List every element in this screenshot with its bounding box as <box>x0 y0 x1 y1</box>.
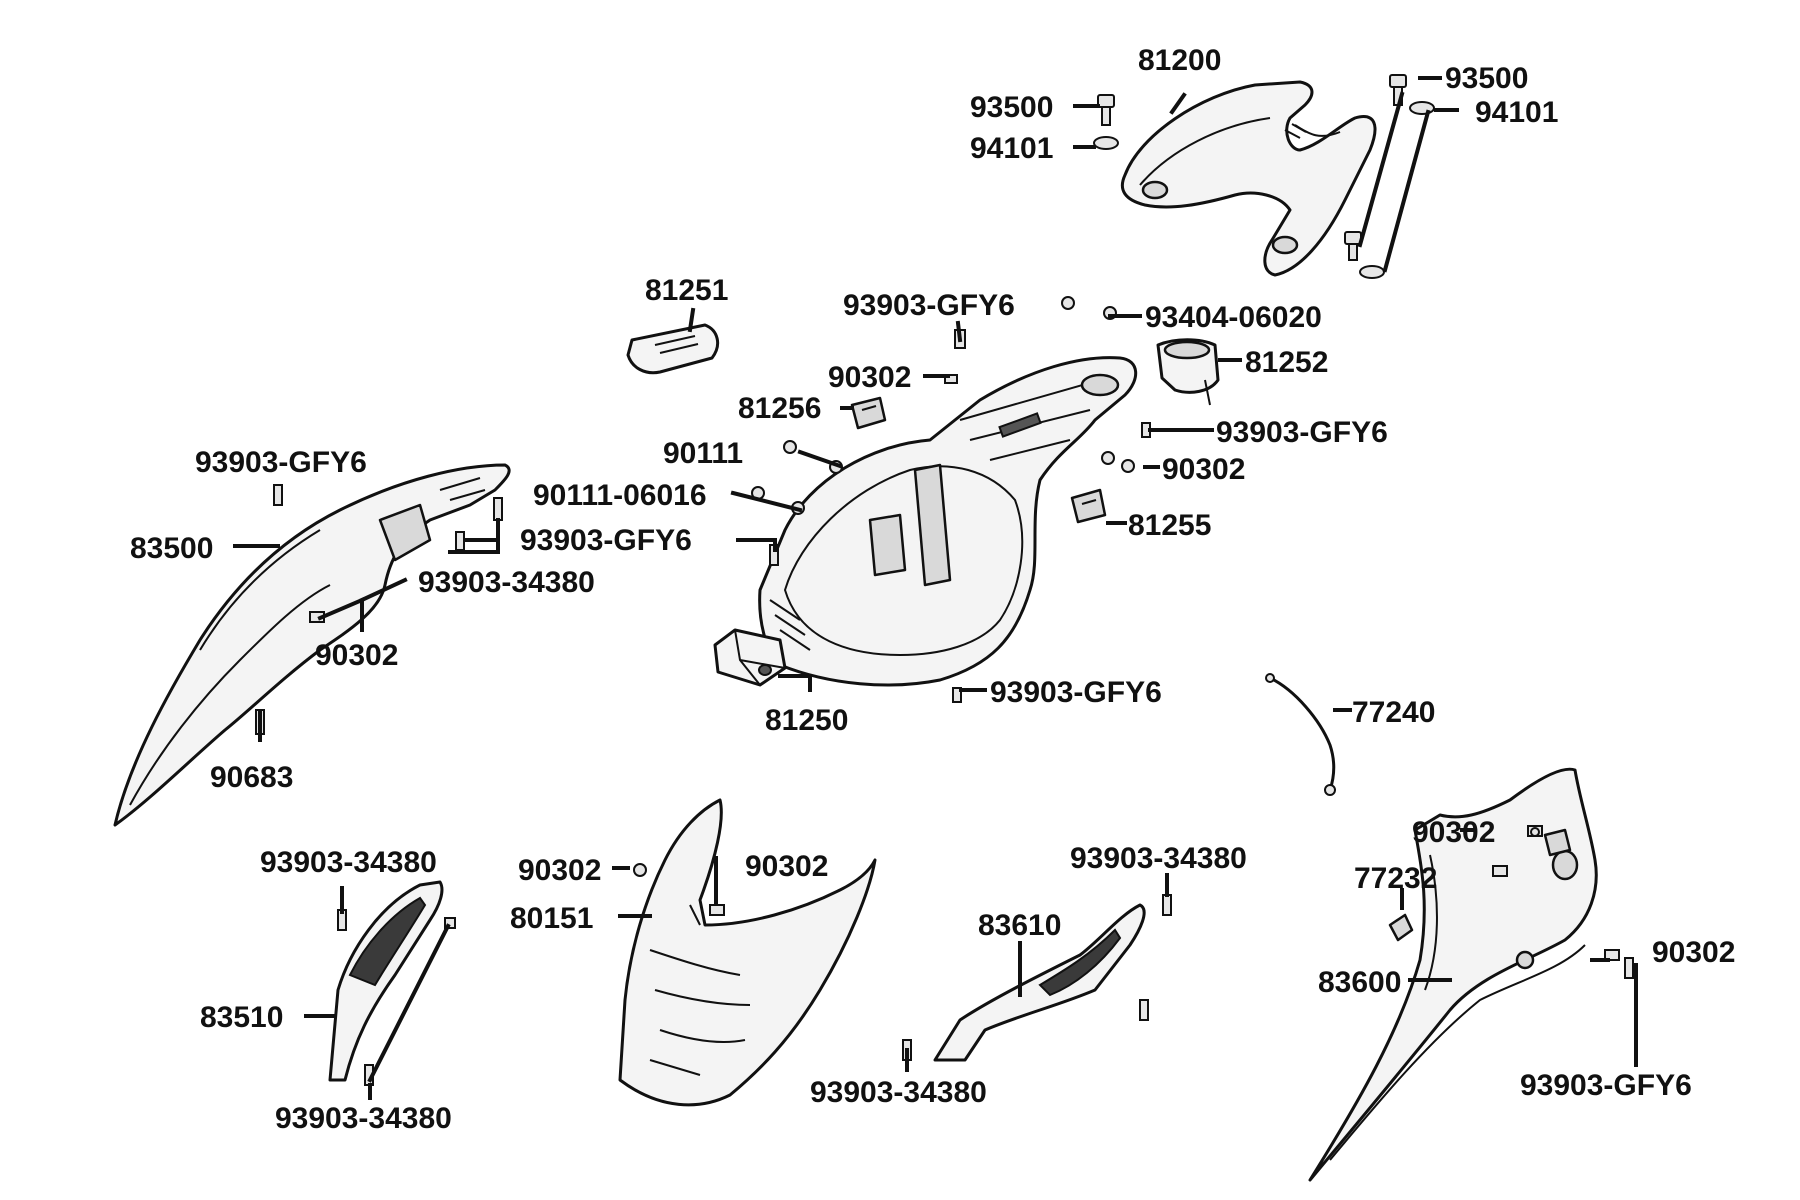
label-90302-left: 90302 <box>315 639 398 672</box>
label-90302-mid: 90302 <box>1162 453 1245 486</box>
part-80151-front-panel <box>618 798 877 1107</box>
label-93903-gfy6-top: 93903-GFY6 <box>843 289 1015 322</box>
label-81252: 81252 <box>1245 346 1328 379</box>
label-77232: 77232 <box>1354 862 1437 895</box>
label-83600: 83600 <box>1318 966 1401 999</box>
label-90302-top: 90302 <box>828 361 911 394</box>
part-81200-grab-rail <box>1120 80 1377 277</box>
label-93903-34380-83610-bottom: 93903-34380 <box>810 1076 987 1109</box>
part-81252-bracket <box>1156 338 1220 406</box>
label-83500: 83500 <box>130 532 213 565</box>
label-93903-gfy6-left: 93903-GFY6 <box>195 446 367 479</box>
label-90302-80151-right: 90302 <box>745 850 828 883</box>
label-93903-34380-83510-bottom: 93903-34380 <box>275 1102 452 1135</box>
label-80151: 80151 <box>510 902 593 935</box>
label-93903-34380-83610-top: 93903-34380 <box>1070 842 1247 875</box>
label-90302-80151-left: 90302 <box>518 854 601 887</box>
part-81255-clip <box>1070 488 1107 524</box>
label-77240: 77240 <box>1352 696 1435 729</box>
part-83500-side-cover-left <box>113 463 511 827</box>
label-90111: 90111 <box>663 437 743 470</box>
label-81256: 81256 <box>738 392 821 425</box>
label-93500-left: 93500 <box>970 91 1053 124</box>
label-94101-right: 94101 <box>1475 96 1558 129</box>
label-94101-left: 94101 <box>970 132 1053 165</box>
label-83610: 83610 <box>978 909 1061 942</box>
part-81251-cover-plate <box>626 323 720 375</box>
part-81250-block <box>713 628 787 687</box>
label-90683: 90683 <box>210 761 293 794</box>
label-93500-right: 93500 <box>1445 62 1528 95</box>
label-93903-34380-83510-top: 93903-34380 <box>260 846 437 879</box>
label-81255: 81255 <box>1128 509 1211 542</box>
label-93404-06020: 93404-06020 <box>1145 301 1322 334</box>
part-83600-side-cover-right <box>1308 767 1598 1182</box>
label-90111-06016: 90111-06016 <box>533 479 707 512</box>
label-83510: 83510 <box>200 1001 283 1034</box>
label-93903-34380-left: 93903-34380 <box>418 566 595 599</box>
label-81250: 81250 <box>765 704 848 737</box>
label-93903-gfy6-mid: 93903-GFY6 <box>520 524 692 557</box>
part-83510-panel <box>328 880 444 1082</box>
label-90302-83600-right: 90302 <box>1652 936 1735 969</box>
label-93903-gfy6-right: 93903-GFY6 <box>1216 416 1388 449</box>
part-81250-seat-box <box>758 356 1138 687</box>
leader-lines <box>233 76 1638 1100</box>
label-81200: 81200 <box>1138 44 1221 77</box>
part-83610-panel <box>933 903 1146 1062</box>
part-77240-cable <box>1265 673 1336 796</box>
part-77232-clip <box>1388 913 1414 942</box>
part-labels: 81200 93500 94101 93500 94101 81251 9390… <box>130 44 1735 1135</box>
label-93903-gfy6-83600: 93903-GFY6 <box>1520 1069 1692 1102</box>
label-90302-83600-top: 90302 <box>1412 816 1495 849</box>
label-93903-gfy6-bottom: 93903-GFY6 <box>990 676 1162 709</box>
label-81251: 81251 <box>645 274 728 307</box>
part-81256-clip <box>850 396 887 430</box>
